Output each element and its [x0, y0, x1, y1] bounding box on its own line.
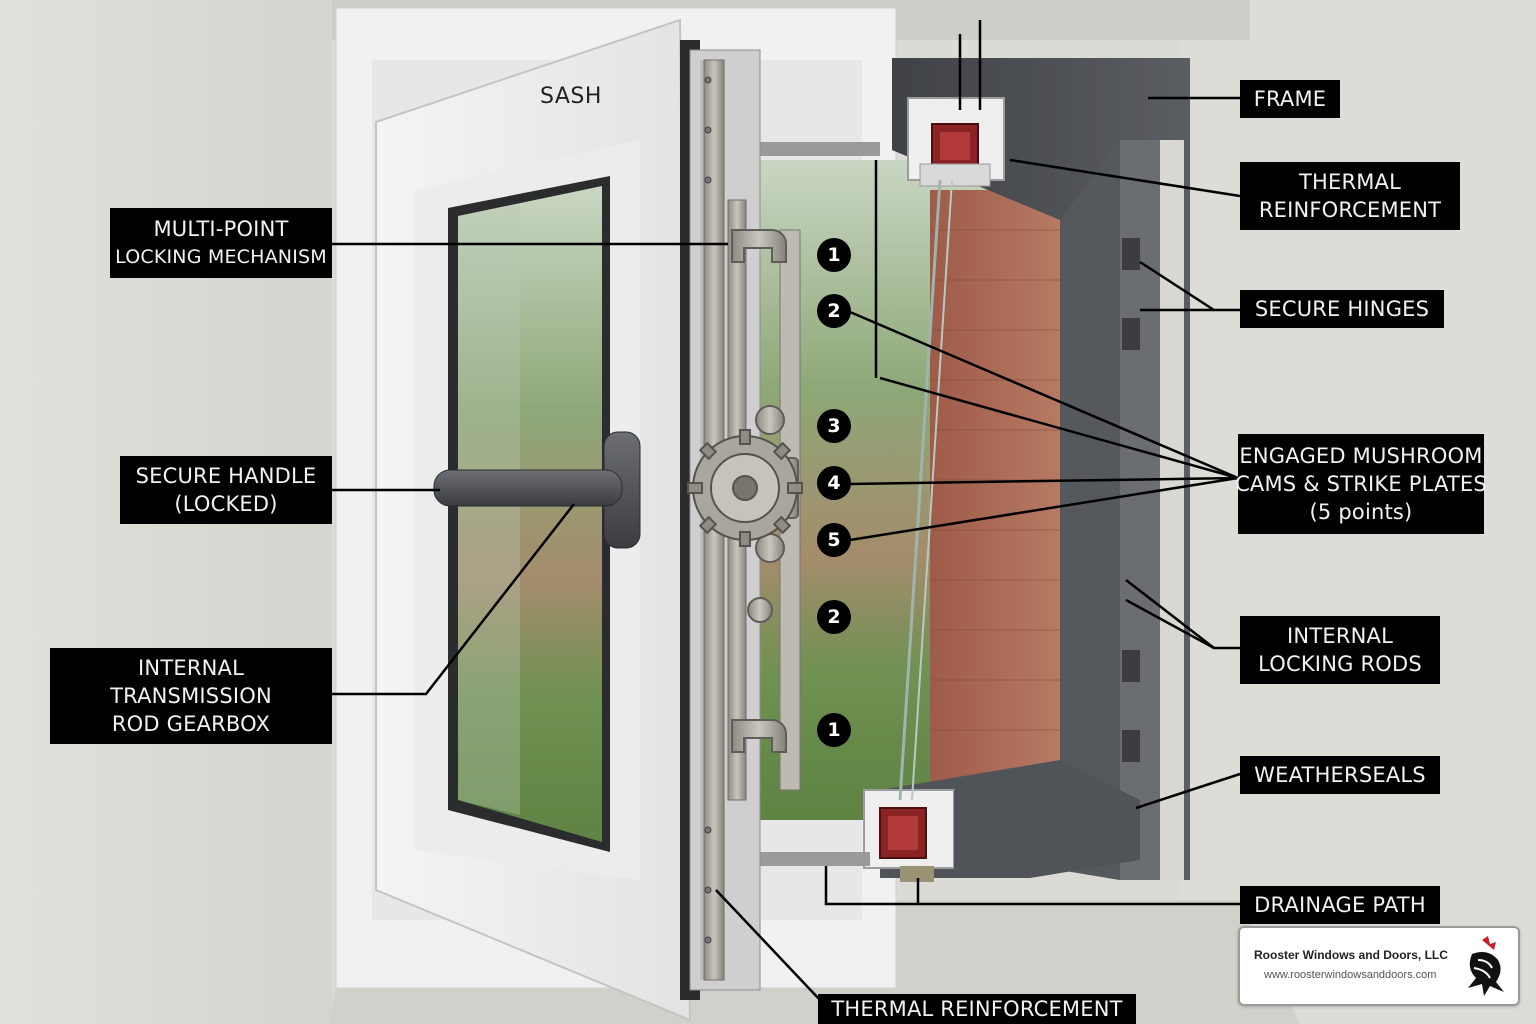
frame-label-text: FRAME [1253, 87, 1327, 111]
secure-handle-label: SECURE HANDLE (LOCKED) [120, 456, 332, 524]
drainage-path-text: DRAINAGE PATH [1254, 893, 1426, 917]
multi-point-locking-label: MULTI-POINT LOCKING MECHANISM [110, 208, 332, 278]
locking-rods-label: INTERNAL LOCKING RODS [1240, 616, 1440, 684]
gearbox-line-1: INTERNAL [138, 656, 244, 680]
multi-point-line-2: LOCKING MECHANISM [115, 246, 327, 268]
point-marker-3: 3 [817, 409, 851, 443]
thermal-reinforcement-top-label: THERMAL REINFORCEMENT [1240, 162, 1460, 230]
weatherseals-text: WEATHERSEALS [1254, 763, 1426, 787]
point-marker-4: 4 [817, 466, 851, 500]
thermal-top-line-1: THERMAL [1298, 170, 1402, 194]
point-marker-2-bottom: 2 [817, 600, 851, 634]
point-marker-1-top: 1 [817, 238, 851, 272]
locking-rods-line-1: INTERNAL [1287, 624, 1393, 648]
drainage-path-label: DRAINAGE PATH [1240, 886, 1440, 924]
mushroom-cams-label: ENGAGED MUSHROOM CAMS & STRIKE PLATES (5… [1235, 434, 1487, 534]
weatherseals-label: WEATHERSEALS [1240, 756, 1440, 794]
thermal-top-line-2: REINFORCEMENT [1258, 198, 1442, 222]
brand-name: Rooster Windows and Doors, LLC [1254, 948, 1448, 962]
brand-card: Rooster Windows and Doors, LLC www.roost… [1238, 926, 1520, 1006]
sash-label: SASH [540, 84, 602, 109]
brand-url: www.roosterwindowsanddoors.com [1264, 969, 1437, 981]
secure-hinges-label: SECURE HINGES [1240, 290, 1444, 328]
secure-hinges-text: SECURE HINGES [1254, 297, 1430, 321]
thermal-reinforcement-bottom-label: THERMAL REINFORCEMENT [818, 994, 1136, 1024]
point-marker-5: 5 [817, 523, 851, 557]
multi-point-line-1: MULTI-POINT [153, 217, 289, 241]
gearbox-line-3: ROD GEARBOX [111, 712, 271, 736]
frame-label: FRAME [1240, 80, 1340, 118]
locking-rods-line-2: LOCKING RODS [1258, 652, 1422, 676]
secure-handle-line-2: (LOCKED) [174, 492, 278, 516]
point-marker-1-bottom: 1 [817, 713, 851, 747]
thermal-bottom-text: THERMAL REINFORCEMENT [831, 997, 1123, 1021]
mushroom-line-1: ENGAGED MUSHROOM [1239, 444, 1483, 468]
mushroom-line-2: CAMS & STRIKE PLATES [1235, 472, 1487, 496]
mushroom-line-3: (5 points) [1309, 500, 1413, 524]
gearbox-line-2: TRANSMISSION [110, 684, 272, 708]
gearbox-label: INTERNAL TRANSMISSION ROD GEARBOX [50, 648, 332, 744]
rooster-logo-icon [1468, 936, 1504, 996]
point-marker-2-top: 2 [817, 294, 851, 328]
secure-handle-line-1: SECURE HANDLE [135, 464, 317, 488]
